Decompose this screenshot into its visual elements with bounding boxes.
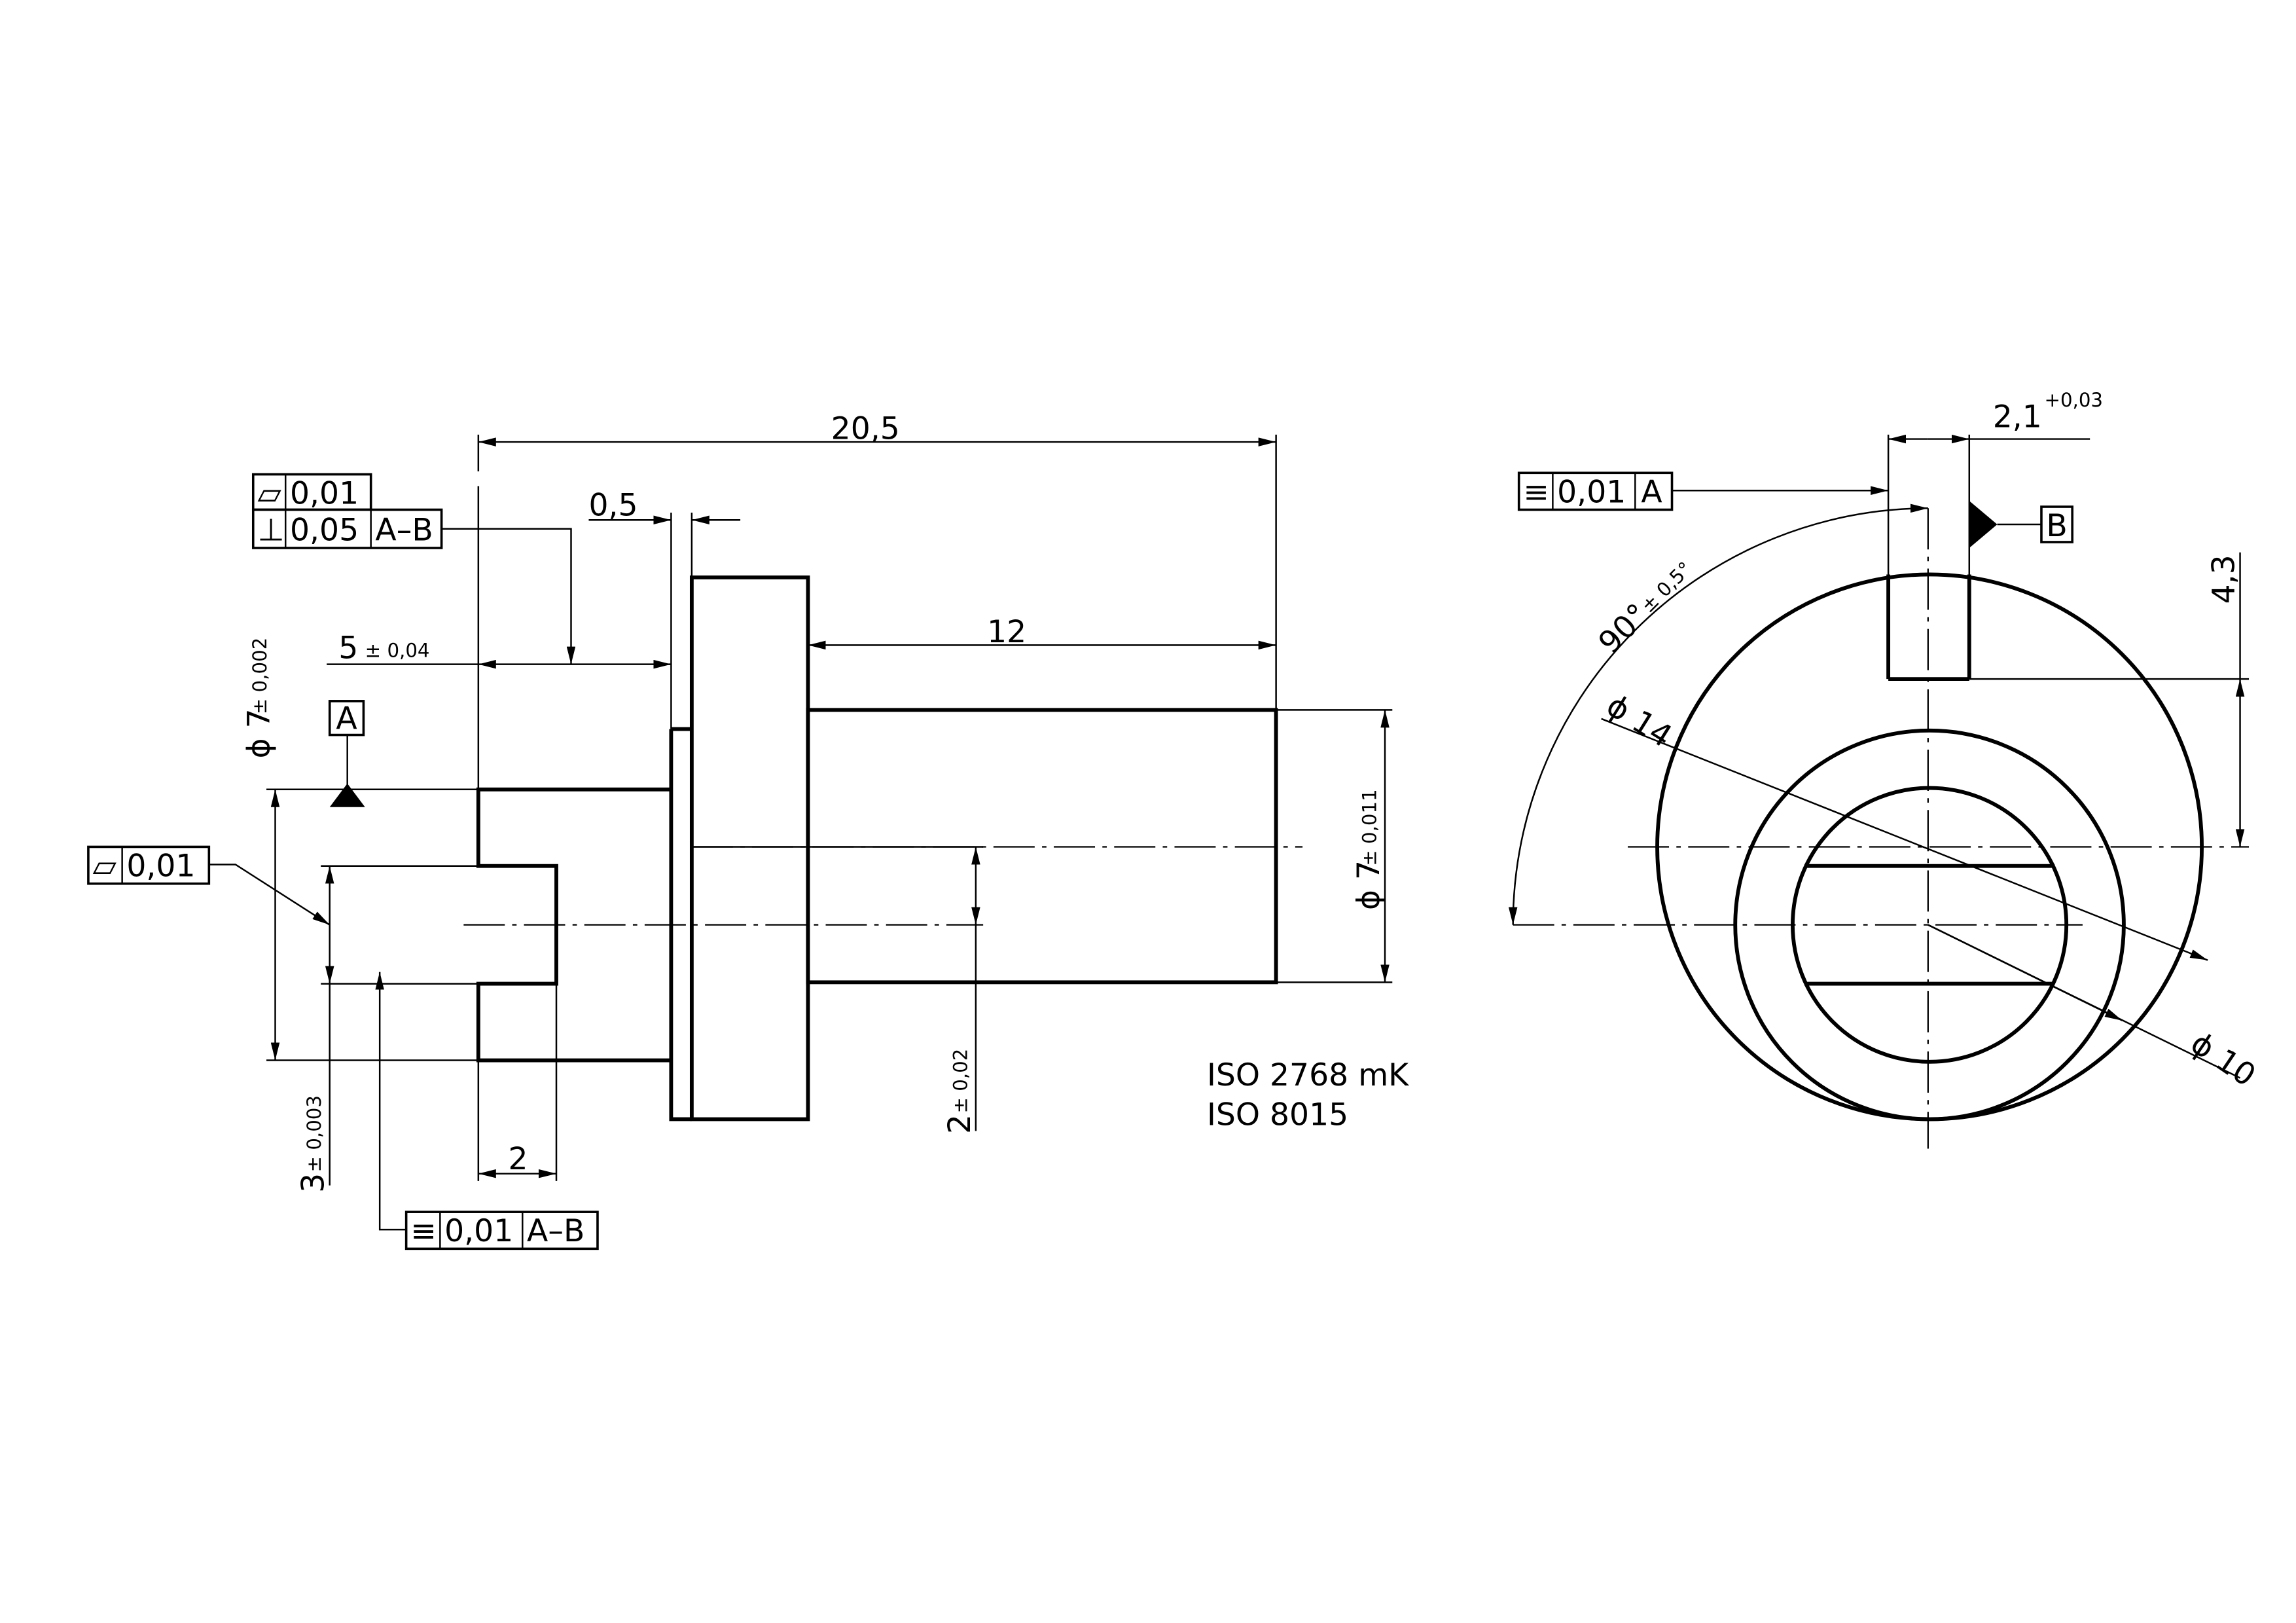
dim-key-width-tol: +0,03 [2044,389,2103,411]
key-symmetry-symbol: ≡ [1523,474,1549,510]
datum-b: B [1969,501,2073,548]
gdt-frame-key-symmetry: ≡ 0,01 A [1517,471,1889,511]
dim-shaft-text: 12 [987,614,1026,650]
key-symmetry-datum: A [1641,474,1662,510]
dim-right-diameter-tol: ± 0,011 [1359,789,1381,866]
dim-angle-arc [1508,503,1928,925]
slot-symmetry-datum: A–B [527,1213,584,1249]
perpendicularity-value: 0,05 [290,513,359,549]
gdt-frame-slot-flatness: ▱ 0,01 [87,845,331,926]
slot-symmetry-symbol: ≡ [410,1213,437,1249]
flatness-value: 0,01 [290,476,359,512]
dim-depth-tol: ± 0,04 [365,639,430,661]
dim-inner-diameter-text: ϕ 10 [2184,1025,2262,1094]
slot-symmetry-value: 0,01 [444,1213,513,1249]
dim-slot-width-text: 3 [296,1173,332,1193]
dim-offset-text: 2 [942,1114,978,1134]
dim-depth-text: 5 [338,630,358,666]
perpendicularity-symbol: ⊥ [258,513,285,549]
dim-angle-tol: ± 0,5° [1636,557,1696,617]
dim-key-height-text: 4,3 [2206,555,2242,604]
dim-outer-diameter [1601,718,2208,961]
dim-left-diameter-text: ϕ 7 [242,708,278,758]
datum-a: A [328,700,365,807]
extension-lines [1887,434,2250,680]
note-gps-standard: ISO 8015 [1207,1097,1348,1133]
flatness-symbol: ▱ [258,476,282,512]
perpendicularity-datum: A–B [375,513,433,549]
slot-flatness-symbol: ▱ [93,848,117,884]
dim-offset-tol: ± 0,02 [949,1049,971,1114]
datum-a-label: A [336,701,357,737]
note-tolerance-standard: ISO 2768 mK [1207,1057,1409,1093]
dim-right-diameter-text: ϕ 7 [1351,860,1387,910]
main-flange [689,575,810,1122]
key-symmetry-value: 0,01 [1557,474,1626,510]
front-view: 2,1 +0,03 4,3 90° ± 0,5° ϕ 14 ϕ 10 ≡ 0,0… [1508,389,2262,1149]
dim-slot-width-tol: ± 0,003 [303,1095,325,1172]
dim-inner-diameter-arrow [1928,924,2123,1021]
dim-slot-length-text: 2 [509,1141,528,1177]
dim-step-text: 0,5 [588,488,637,524]
dim-left-diameter-tol: ± 0,002 [249,638,271,714]
gdt-frame-slot-symmetry: ≡ 0,01 A–B [375,972,599,1250]
side-view: 20,5 12 0,5 5 ± 0,04 ϕ 7 ± 0,002 3 ± 0,0… [87,411,1409,1250]
gdt-frame-top: ▱ 0,01 ⊥ 0,05 A–B [251,473,576,665]
slot-flatness-value: 0,01 [126,848,195,884]
dim-key-width-text: 2,1 [1993,399,2042,435]
extension-lines [266,434,1393,1181]
datum-b-label: B [2046,508,2067,544]
dim-overall-text: 20,5 [831,411,900,447]
thin-flange [669,727,692,1122]
